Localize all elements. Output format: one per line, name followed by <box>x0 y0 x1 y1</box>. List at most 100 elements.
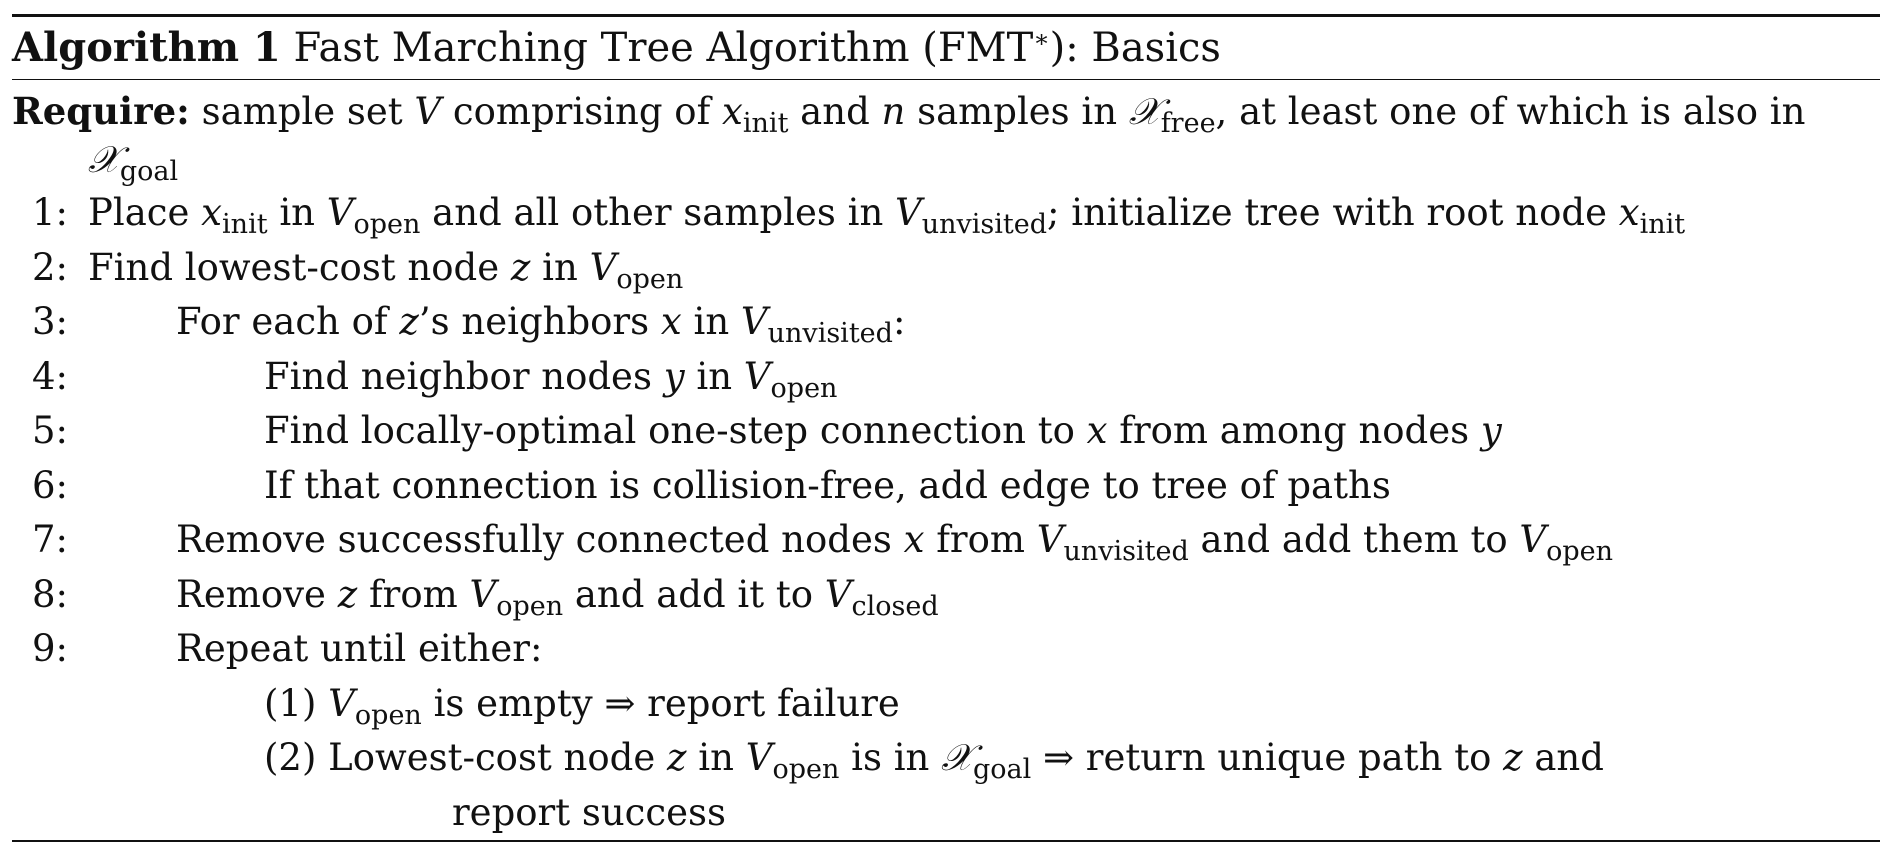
step-text: Remove z from Vopen and add it to Vclose… <box>176 568 939 623</box>
subscript: open <box>353 209 421 240</box>
subscript: open <box>496 590 564 622</box>
text-span: samples in <box>905 90 1129 133</box>
text-span: and <box>1522 736 1604 779</box>
condition-2: (2) Lowest-cost node z in Vopen is in 𝒳g… <box>12 731 1880 786</box>
text-span: comprising of <box>441 90 723 133</box>
subscript: goal <box>119 156 179 187</box>
text-span: Find neighbor nodes <box>264 354 664 398</box>
math-V: V <box>1036 518 1064 561</box>
math-V: V <box>740 300 768 343</box>
text-span: is in <box>839 736 942 779</box>
math-V: V <box>328 681 355 725</box>
text-span: Find lowest-cost node <box>88 245 511 289</box>
text-span: from <box>924 518 1037 561</box>
math-X: 𝒳 <box>1128 90 1161 133</box>
math-z: z <box>667 736 687 779</box>
line-number: 8: <box>32 572 69 616</box>
line-number: 2: <box>32 245 69 289</box>
math-V: V <box>414 90 442 133</box>
math-V: V <box>469 572 497 616</box>
math-V: V <box>589 245 617 289</box>
math-y: y <box>663 354 685 398</box>
math-V: V <box>1519 518 1547 561</box>
math-x: x <box>1618 191 1640 234</box>
math-x: x <box>903 518 925 561</box>
step-9: 9: Repeat until either: <box>12 622 1880 677</box>
condition-text: report success <box>452 790 726 834</box>
line-number: 5: <box>32 409 69 452</box>
step-text: Find lowest-cost node z in Vopen <box>88 241 683 296</box>
algorithm-title-suffix: ): Basics <box>1049 25 1221 71</box>
step-text: Find locally-optimal one-step connection… <box>264 404 1502 459</box>
text-span: ’s neighbors <box>418 300 661 343</box>
text-span: is empty ⇒ report failure <box>421 681 900 725</box>
subscript: open <box>1546 536 1614 567</box>
step-6: 6: If that connection is collision-free,… <box>12 459 1880 514</box>
line-number: 4: <box>32 354 69 398</box>
line-number: 9: <box>32 627 69 670</box>
math-V: V <box>326 191 354 234</box>
line-number: 1: <box>32 191 69 234</box>
line-number: 3: <box>32 300 69 343</box>
bottom-rule <box>12 840 1880 842</box>
math-X: 𝒳 <box>941 736 973 779</box>
text-span: Remove successfully connected nodes <box>176 518 904 561</box>
math-x: x <box>201 191 223 234</box>
condition-1: (1) Vopen is empty ⇒ report failure <box>12 677 1880 732</box>
require-line-continued: 𝒳goal <box>12 138 1880 186</box>
algorithm-body: Require: sample set V comprising of xini… <box>12 84 1880 840</box>
subscript: free <box>1160 108 1216 139</box>
text-span: (2) Lowest-cost node <box>264 736 668 779</box>
text-span: and all other samples in <box>420 191 896 234</box>
step-text: Place xinit in Vopen and all other sampl… <box>88 186 1685 241</box>
step-text: If that connection is collision-free, ad… <box>264 463 1391 507</box>
math-V: V <box>743 354 771 398</box>
line-number: 7: <box>32 518 69 561</box>
text-span: and <box>788 90 882 133</box>
subscript: unvisited <box>1063 536 1189 567</box>
text-span: from among nodes <box>1107 409 1481 452</box>
text-span: (1) <box>264 681 329 725</box>
algorithm-label: Algorithm 1 <box>12 24 281 71</box>
top-rule <box>12 14 1880 17</box>
subscript: unvisited <box>767 318 893 349</box>
math-x: x <box>660 300 682 343</box>
subscript: closed <box>851 590 939 622</box>
step-2: 2: Find lowest-cost node z in Vopen <box>12 241 1880 296</box>
math-z: z <box>337 572 358 616</box>
text-span: and add them to <box>1188 518 1520 561</box>
step-1: 1: Place xinit in Vopen and all other sa… <box>12 186 1880 241</box>
step-8: 8: Remove z from Vopen and add it to Vcl… <box>12 568 1880 623</box>
algorithm-title-text: Fast Marching Tree Algorithm (FMT <box>293 25 1034 71</box>
algorithm-block: Algorithm 1 Fast Marching Tree Algorithm… <box>12 14 1880 842</box>
text-span: sample set <box>201 90 415 133</box>
subscript: unvisited <box>921 209 1048 240</box>
math-z: z <box>399 300 419 343</box>
math-X: 𝒳 <box>88 138 120 181</box>
math-y: y <box>1480 409 1502 452</box>
text-span: Find locally-optimal one-step connection… <box>264 409 1087 452</box>
step-4: 4: Find neighbor nodes y in Vopen <box>12 350 1880 405</box>
text-span: Remove <box>176 572 338 616</box>
require-line: Require: sample set V comprising of xini… <box>12 84 1880 138</box>
title-star: ∗ <box>1033 25 1050 53</box>
subscript: open <box>354 699 422 731</box>
subscript: init <box>1639 209 1686 240</box>
require-text: Require: sample set V comprising of xini… <box>12 84 1805 140</box>
text-span: : <box>892 300 906 343</box>
text-span: For each of <box>176 300 400 343</box>
step-5: 5: Find locally-optimal one-step connect… <box>12 404 1880 459</box>
step-text: For each of z’s neighbors x in Vunvisite… <box>176 295 905 350</box>
subscript: goal <box>972 754 1032 785</box>
math-n: n <box>881 90 906 133</box>
math-V: V <box>895 191 922 234</box>
text-span: ⇒ return unique path to <box>1031 736 1504 779</box>
text-span: in <box>681 300 741 343</box>
text-span: ; initialize tree with root node <box>1047 191 1619 234</box>
step-text: Find neighbor nodes y in Vopen <box>264 350 837 405</box>
algorithm-title: Algorithm 1 Fast Marching Tree Algorithm… <box>12 17 1880 79</box>
math-V: V <box>745 736 773 779</box>
text-span: in <box>530 245 590 289</box>
subscript: open <box>770 372 838 404</box>
text-span: , at least one of which is also in <box>1215 90 1806 133</box>
